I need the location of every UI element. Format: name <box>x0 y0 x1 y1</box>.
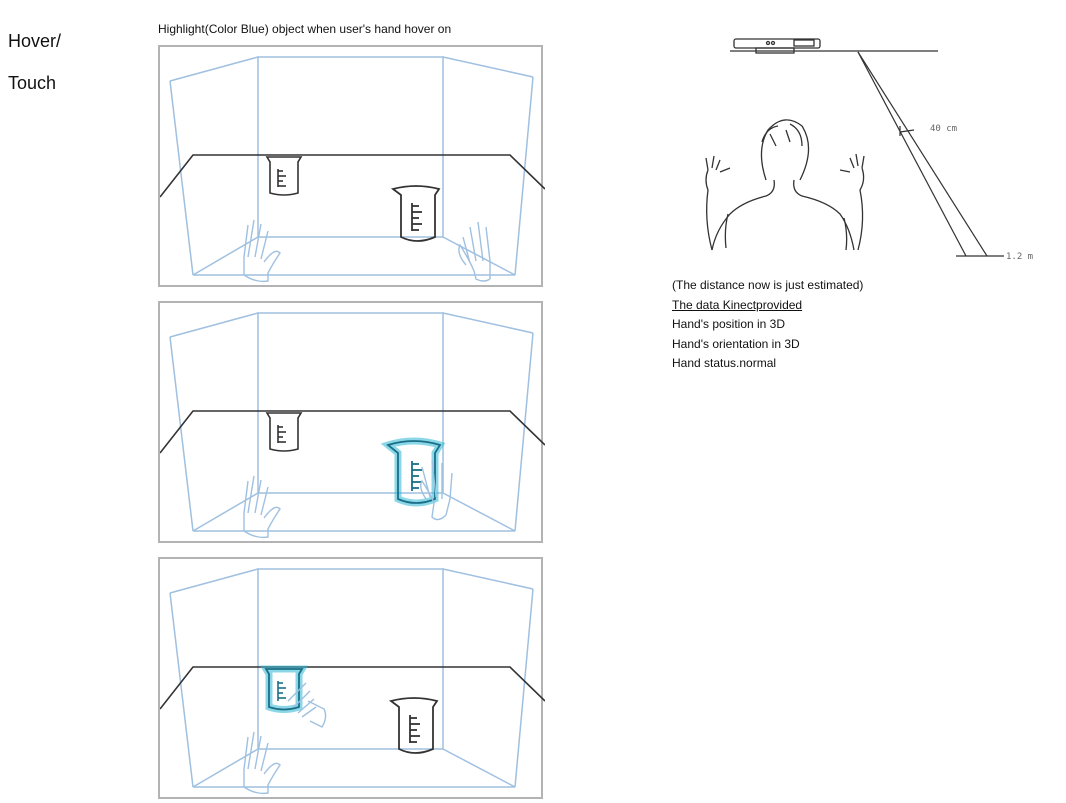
kinect-notes: (The distance now is just estimated) The… <box>672 276 863 374</box>
panel-2-sketch <box>160 303 545 545</box>
user-figure-icon <box>706 120 864 250</box>
storyboard-panel-2 <box>158 301 543 543</box>
kinect-setup-sketch: 40 cm 1.2 m <box>690 30 1050 270</box>
distance-far-label: 1.2 m <box>1006 252 1033 262</box>
table-edge <box>160 155 545 197</box>
storyboard-panel-1 <box>158 45 543 287</box>
box-edge <box>443 569 533 589</box>
right-hand-icon <box>459 222 490 281</box>
box-edge <box>515 77 533 275</box>
left-hand-icon <box>244 220 280 281</box>
box-edge <box>170 337 193 531</box>
box-edge <box>443 313 533 333</box>
table-edge <box>160 411 545 453</box>
box-edge <box>443 493 515 531</box>
box-edge <box>443 749 515 787</box>
notes-heading: The data Kinectprovided <box>672 296 863 316</box>
back-frame <box>258 569 443 749</box>
notes-item-status: Hand status.normal <box>672 354 863 374</box>
title-line-2: Touch <box>8 70 61 96</box>
box-edge <box>170 313 258 337</box>
box-edge <box>443 237 515 275</box>
storyboard-caption: Highlight(Color Blue) object when user's… <box>158 22 451 36</box>
box-edge <box>443 57 533 77</box>
left-hand-icon <box>244 476 280 537</box>
box-edge <box>170 593 193 787</box>
back-frame <box>258 57 443 237</box>
small-beaker-icon <box>267 413 301 451</box>
title-line-1: Hover/ <box>8 28 61 54</box>
panel-3-sketch <box>160 559 545 801</box>
storyboard-panel-3 <box>158 557 543 799</box>
panel-1-sketch <box>160 47 545 289</box>
left-hand-icon <box>244 732 280 793</box>
box-edge <box>170 81 193 275</box>
back-frame <box>258 313 443 493</box>
notes-item-position: Hand's position in 3D <box>672 315 863 335</box>
box-edge <box>515 333 533 531</box>
box-edge <box>515 589 533 787</box>
large-beaker-icon <box>391 698 437 753</box>
box-edge <box>170 569 258 593</box>
small-beaker-icon <box>267 157 301 195</box>
box-edge <box>170 57 258 81</box>
table-edge <box>160 667 545 709</box>
notes-item-orientation: Hand's orientation in 3D <box>672 335 863 355</box>
estimate-note: (The distance now is just estimated) <box>672 276 863 296</box>
hover-touch-title: Hover/ Touch <box>8 28 61 96</box>
sensing-cone <box>858 52 1004 256</box>
large-beaker-icon <box>393 186 439 241</box>
distance-near-label: 40 cm <box>930 124 957 134</box>
